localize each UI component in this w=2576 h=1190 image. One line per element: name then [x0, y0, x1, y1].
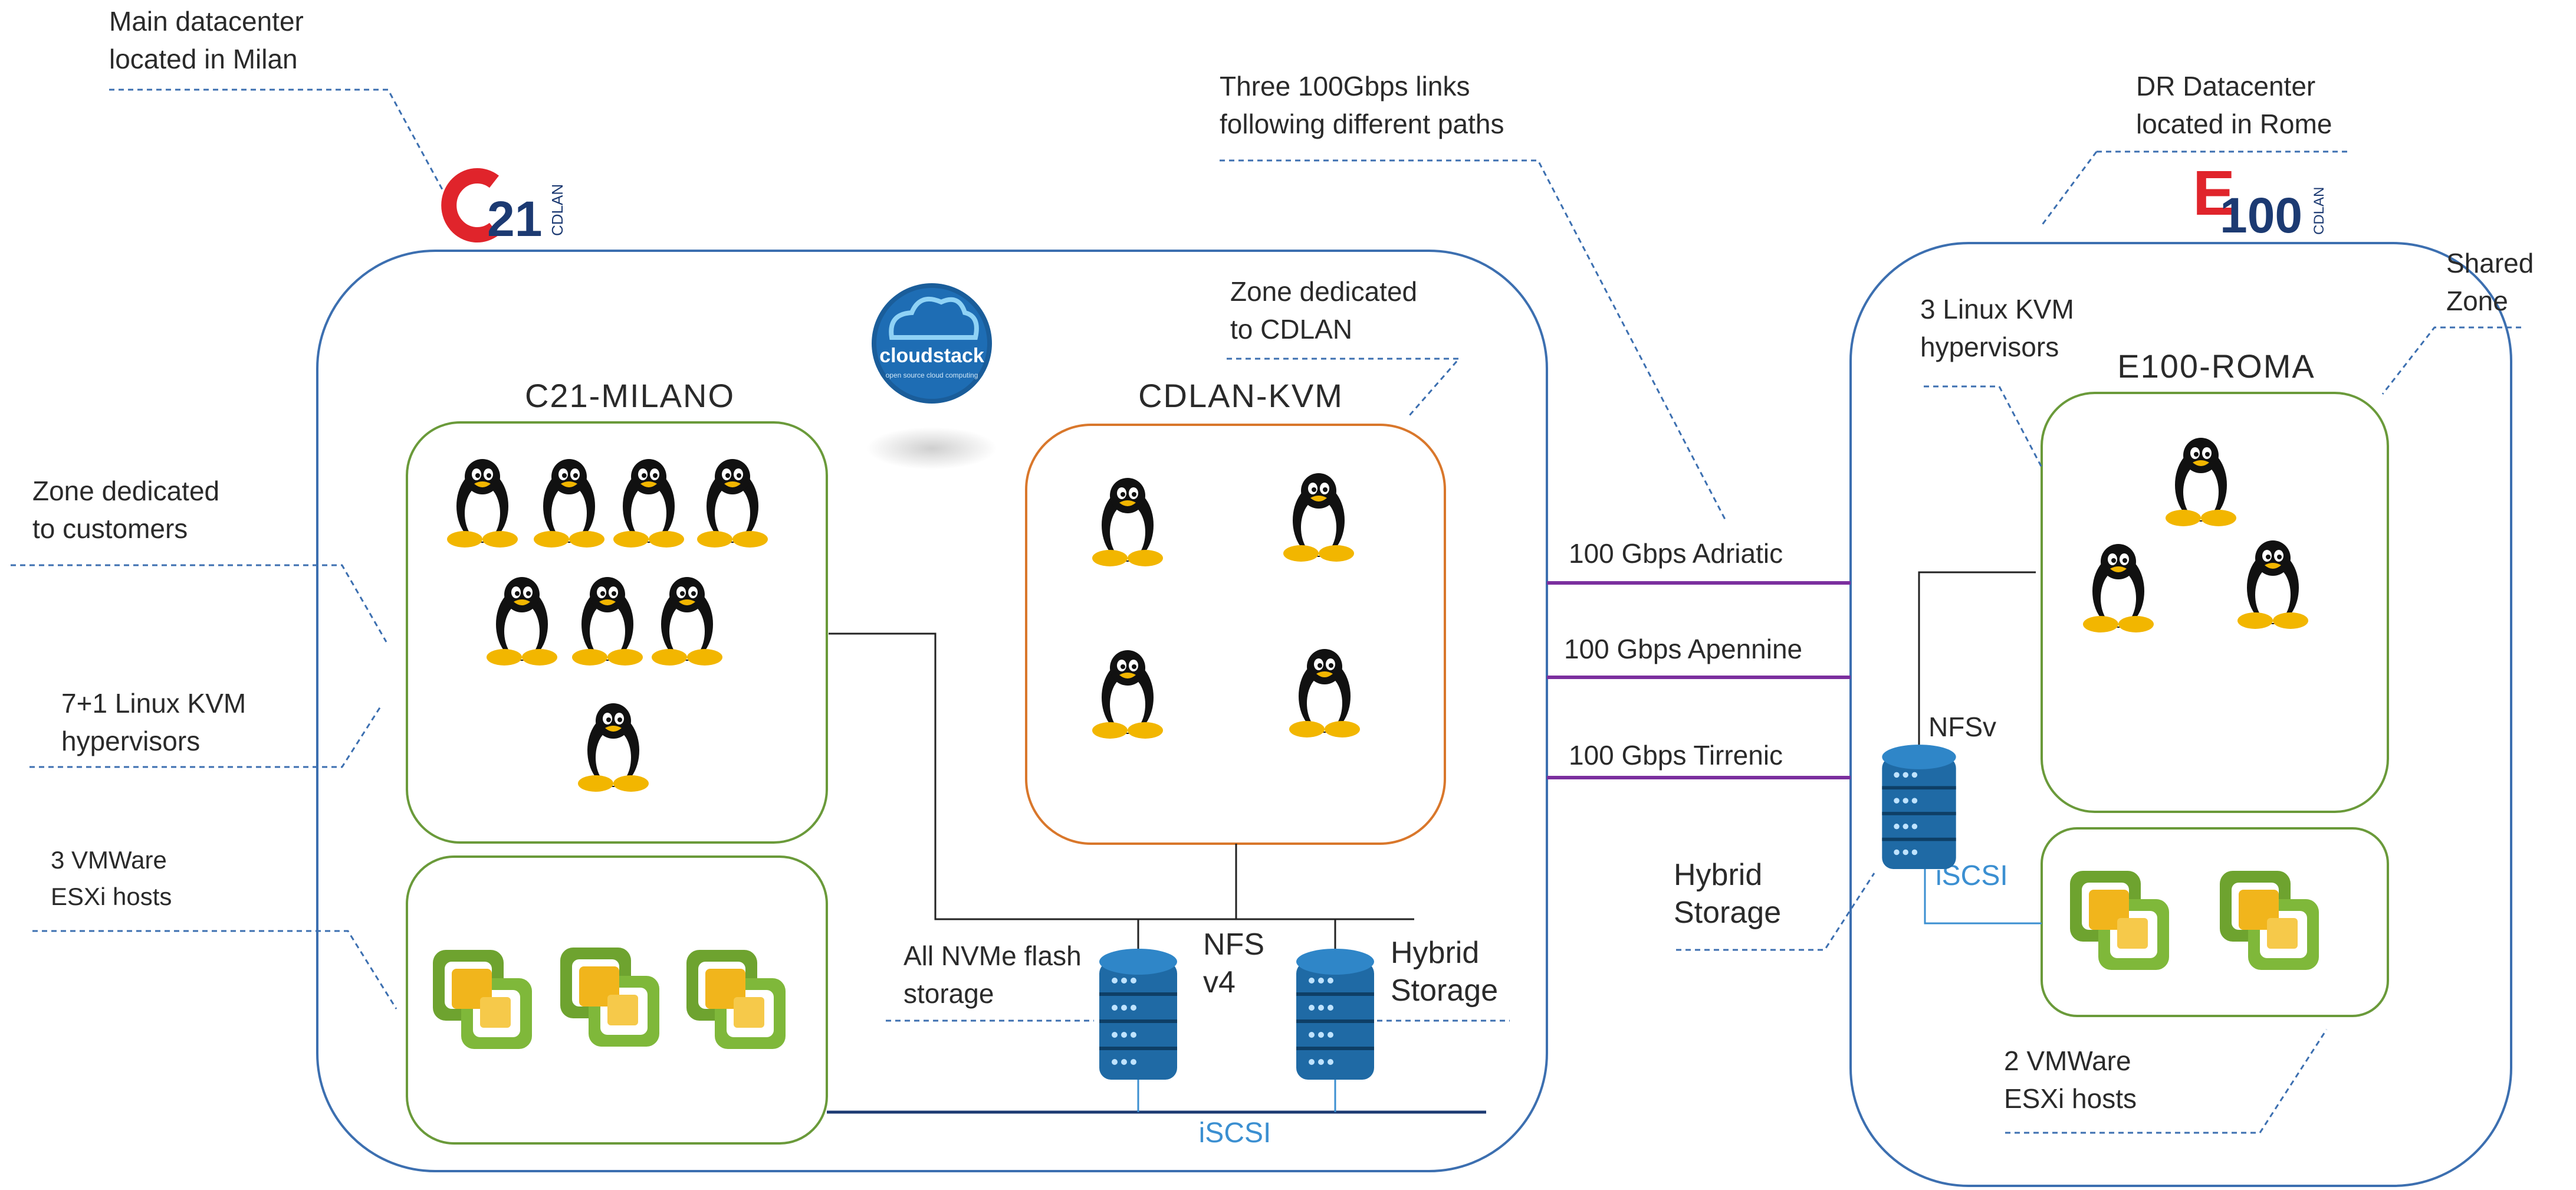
svg-text:CDLAN: CDLAN: [2311, 187, 2327, 235]
vmware-esxi-icon: [2070, 871, 2169, 970]
svg-text:open source cloud computing: open source cloud computing: [886, 371, 978, 379]
rome-storage-icon: [1882, 745, 1956, 869]
linux-tux-icon: [2166, 438, 2236, 526]
linux-tux-icon: [652, 577, 722, 666]
linux-tux-icon: [578, 703, 649, 792]
linux-tux-icon: [613, 459, 684, 548]
c21-logo: 21 CDLAN: [441, 168, 566, 247]
rome-network-lines: [1918, 571, 2036, 758]
vmware-esxi-icon: [433, 950, 532, 1049]
linux-tux-icon: [534, 459, 604, 548]
inter-dc-links: [1547, 581, 1851, 779]
cloudstack-logo: cloudstack open source cloud computing: [867, 283, 997, 470]
rome-datacenter-box: [1849, 242, 2512, 1187]
linux-tux-icon: [447, 459, 518, 548]
linux-tux-icon: [1092, 478, 1163, 566]
linux-tux-icon: [572, 577, 643, 666]
c21-esxi-zone: [406, 855, 828, 1145]
svg-text:100: 100: [2220, 188, 2302, 243]
cdlan-kvm-hypervisors: [1092, 473, 1360, 739]
linux-tux-icon: [1092, 650, 1163, 739]
e100-logo: E 100 CDLAN: [2193, 157, 2327, 243]
rome-esxi-hosts: [2070, 871, 2319, 970]
leader-lines: [11, 88, 2521, 1134]
svg-text:E: E: [2193, 157, 2235, 228]
svg-text:21: 21: [487, 191, 542, 247]
link-apennine-label: 100 Gbps Apennine: [1564, 634, 1802, 664]
rome-kvm-hypervisors: [2083, 438, 2308, 632]
link-tirrenic-label: 100 Gbps Tirrenic: [1569, 740, 1783, 771]
e100-roma-zone: [2041, 392, 2389, 813]
nfsv-label: NFSv: [1928, 712, 1996, 742]
link-adriatic-label: 100 Gbps Adriatic: [1569, 538, 1783, 569]
linux-tux-icon: [697, 459, 768, 548]
linux-tux-icon: [2237, 540, 2308, 629]
e100-roma-title: E100-ROMA: [2117, 348, 2315, 385]
linux-tux-icon: [2083, 544, 2154, 632]
linux-tux-icon: [1289, 649, 1360, 737]
vmware-esxi-icon: [2220, 871, 2319, 970]
linux-tux-icon: [487, 577, 557, 666]
rome-iscsi-line: [1924, 863, 2042, 925]
vmware-esxi-icon: [560, 948, 659, 1047]
iscsi-drops-milan: [1137, 1080, 1336, 1112]
milan-datacenter-box: [316, 250, 1548, 1172]
milan-kvm-hypervisors: [447, 459, 768, 792]
svg-text:CDLAN: CDLAN: [548, 184, 566, 236]
linux-tux-icon: [1283, 473, 1354, 562]
milan-esxi-hosts: [433, 948, 786, 1049]
nvme-storage-icon: [1099, 949, 1177, 1080]
cdlan-kvm-title: CDLAN-KVM: [1138, 377, 1343, 414]
vmware-esxi-icon: [686, 950, 786, 1049]
svg-text:cloudstack: cloudstack: [879, 345, 984, 367]
c21-milano-zone: [406, 421, 828, 844]
hybrid-storage-icon: [1296, 949, 1374, 1080]
cdlan-kvm-zone: [1025, 424, 1446, 845]
c21-milano-title: C21-MILANO: [525, 377, 735, 414]
e100-esxi-zone: [2041, 827, 2389, 1017]
iscsi-label-milan: iSCSI: [1199, 1117, 1271, 1149]
